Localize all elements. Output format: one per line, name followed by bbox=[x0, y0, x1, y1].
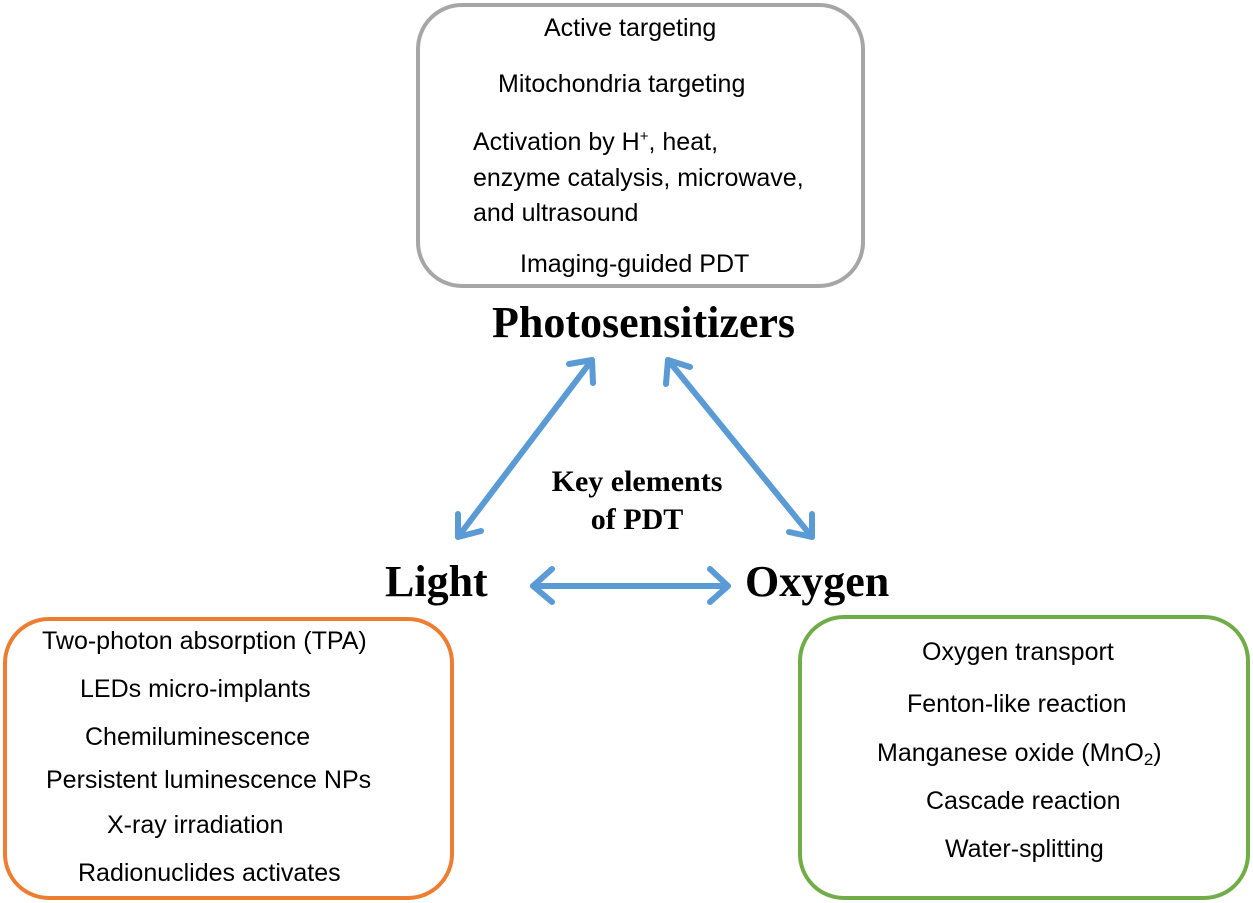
ps-item-mitochondria-targeting: Mitochondria targeting bbox=[498, 70, 746, 98]
ps-item-imaging-guided: Imaging-guided PDT bbox=[520, 250, 750, 278]
oxy-item-manganese: Manganese oxide (MnO2) bbox=[877, 738, 1162, 768]
ps-item-ultrasound: and ultrasound bbox=[473, 199, 639, 227]
photosensitizers-box bbox=[416, 3, 865, 288]
arrow-photosensitizers-oxygen bbox=[663, 357, 815, 540]
oxy-item-water-splitting: Water-splitting bbox=[945, 835, 1104, 863]
light-item-persistent: Persistent luminescence NPs bbox=[46, 766, 372, 794]
oxy-item-fenton: Fenton-like reaction bbox=[907, 690, 1127, 718]
light-title: Light bbox=[385, 557, 488, 606]
ps-item-activation-heat: , heat, bbox=[648, 128, 719, 156]
oxy-item-transport: Oxygen transport bbox=[922, 638, 1114, 666]
arrow-light-oxygen bbox=[530, 566, 731, 605]
oxygen-box bbox=[798, 615, 1250, 900]
light-item-radionuclides: Radionuclides activates bbox=[78, 859, 341, 887]
oxy-item-cascade: Cascade reaction bbox=[926, 787, 1121, 815]
oxy-item-manganese-close: ) bbox=[1153, 739, 1162, 767]
ps-item-enzyme-catalysis: enzyme catalysis, microwave, bbox=[473, 164, 804, 192]
center-label-line1: Key elements bbox=[551, 465, 723, 498]
light-item-leds: LEDs micro-implants bbox=[80, 675, 311, 703]
ps-item-active-targeting: Active targeting bbox=[544, 14, 717, 42]
photosensitizers-title: Photosensitizers bbox=[492, 298, 796, 347]
ps-item-activation: Activation by H+, heat, bbox=[473, 127, 718, 157]
light-item-tpa: Two-photon absorption (TPA) bbox=[42, 627, 367, 655]
ps-item-activation-superscript: + bbox=[639, 128, 649, 145]
ps-item-activation-text: Activation by H bbox=[473, 128, 640, 156]
oxy-item-manganese-text: Manganese oxide (MnO bbox=[877, 739, 1144, 767]
center-label-line2: of PDT bbox=[590, 503, 684, 536]
oxy-item-manganese-subscript: 2 bbox=[1143, 750, 1154, 769]
oxygen-title: Oxygen bbox=[745, 557, 890, 606]
light-item-xray: X-ray irradiation bbox=[107, 811, 284, 839]
light-box bbox=[3, 617, 454, 900]
arrow-photosensitizers-light bbox=[455, 357, 596, 540]
light-item-chemiluminescence: Chemiluminescence bbox=[85, 723, 311, 751]
